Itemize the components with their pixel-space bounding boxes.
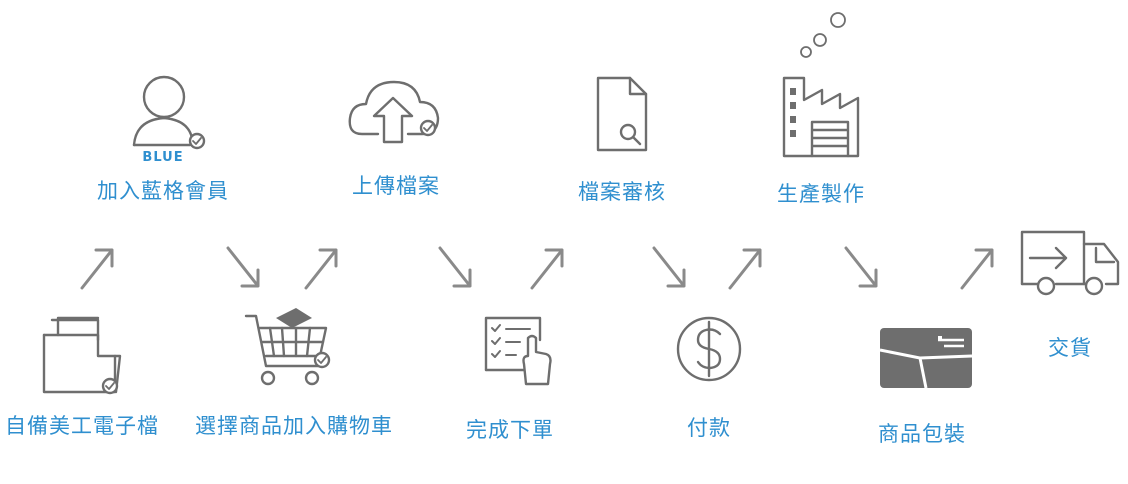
step-label: 生產製作 [777,182,865,206]
factory-icon [782,12,860,158]
cloud-upload-icon [348,80,440,144]
arrow-up-right-icon [960,248,994,290]
arrow-down-right-icon [438,246,472,288]
step-label: 付款 [687,416,731,440]
package-icon [879,328,973,389]
arrow-up-right-icon [304,248,338,290]
dollar-coin-icon [676,316,742,382]
step-label: 選擇商品加入購物車 [195,414,393,438]
arrow-down-right-icon [844,246,878,288]
arrow-down-right-icon [652,246,686,288]
folder-check-icon [42,316,122,395]
step-label: 自備美工電子檔 [5,414,159,438]
arrow-up-right-icon [728,248,762,290]
checklist-tap-icon [484,316,552,386]
step-label: 加入藍格會員 [97,179,229,203]
brand-tag: BLUE [142,150,184,165]
step-label: 完成下單 [466,418,554,442]
arrow-down-right-icon [226,246,260,288]
step-label: 商品包裝 [878,422,966,446]
step-label: 上傳檔案 [352,174,440,198]
document-search-icon [596,76,648,152]
arrow-up-right-icon [530,248,564,290]
cart-check-icon [244,308,331,386]
arrow-up-right-icon [80,248,114,290]
step-label: 交貨 [1048,336,1092,360]
step-label: 檔案審核 [578,180,666,204]
delivery-truck-icon [1020,230,1120,296]
user-check-icon [132,75,206,150]
